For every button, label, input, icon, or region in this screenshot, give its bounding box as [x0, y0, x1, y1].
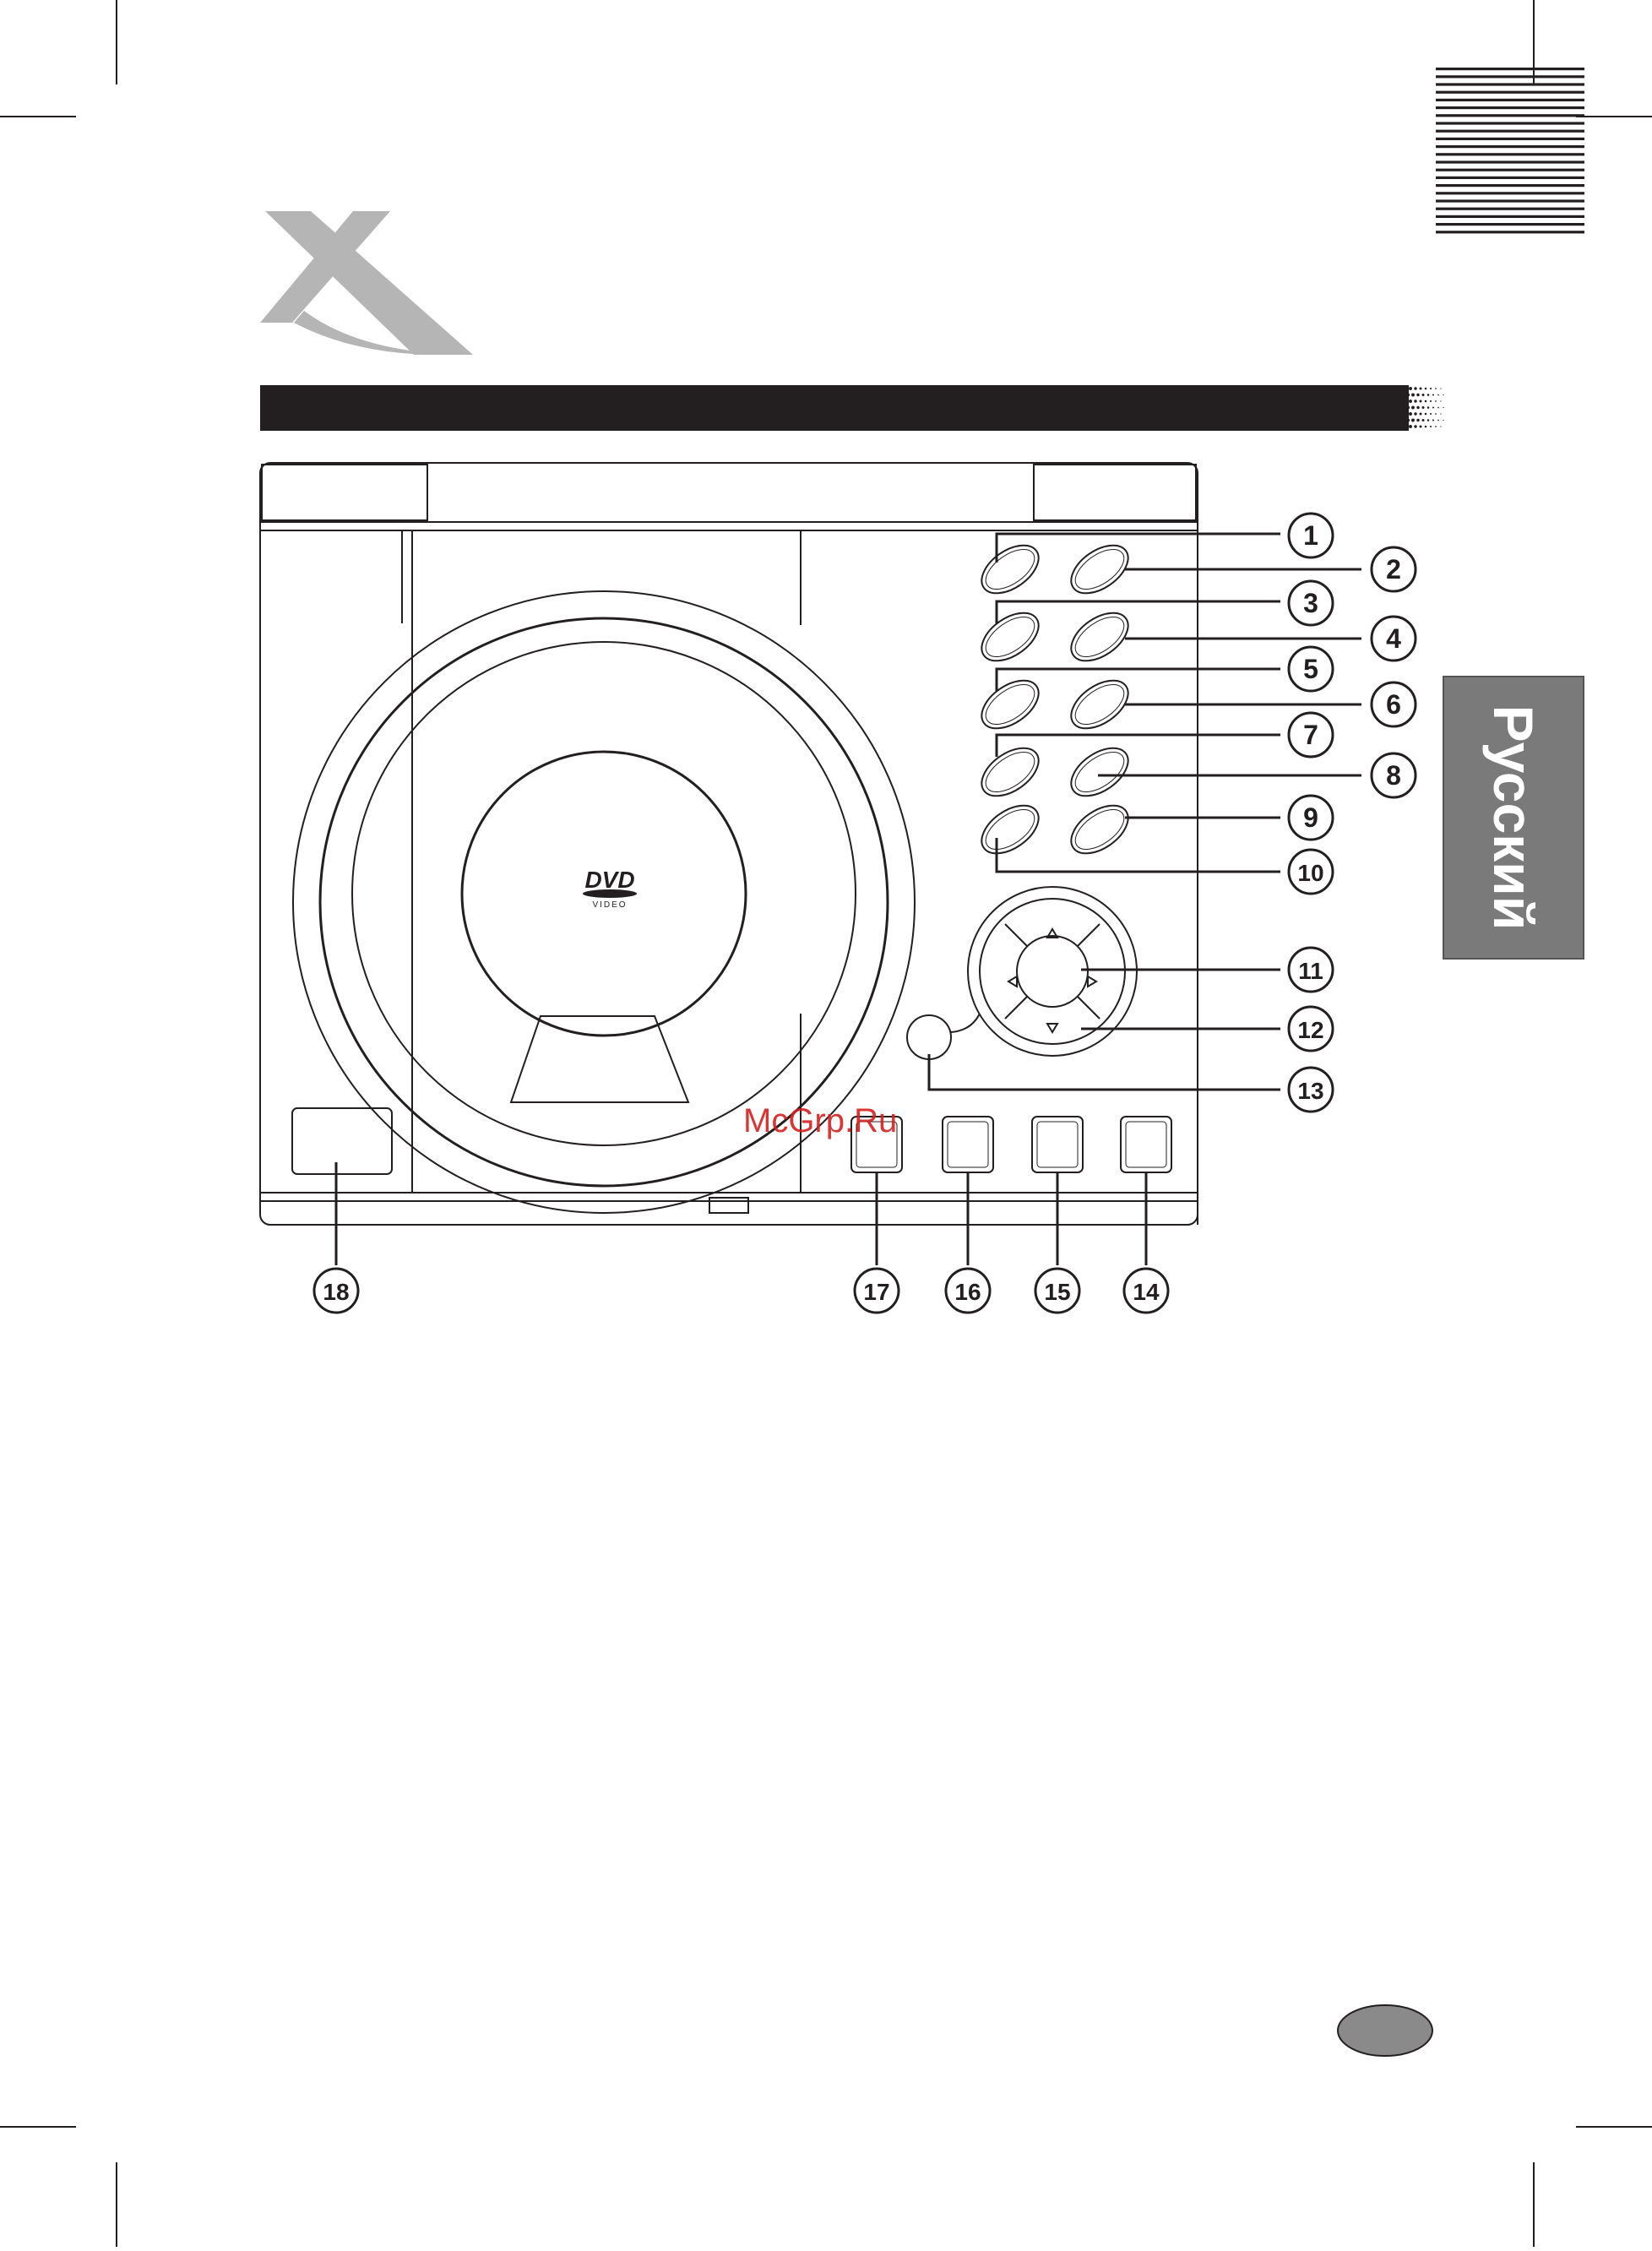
video-logo-text: VIDEO [592, 900, 627, 910]
callout-number: 3 [1303, 588, 1318, 618]
callout-3: 3 [1289, 581, 1333, 625]
callout-11: 11 [1289, 948, 1333, 992]
language-label: Русский [1481, 705, 1546, 931]
callout-number: 17 [863, 1279, 889, 1305]
callout-number: 4 [1386, 623, 1401, 654]
callout-number: 13 [1297, 1078, 1323, 1104]
callout-number: 7 [1303, 720, 1318, 750]
square-buttons [851, 1117, 1171, 1172]
callout-5: 5 [1289, 647, 1333, 691]
callout-4: 4 [1372, 617, 1416, 661]
decorative-stripes [1436, 68, 1584, 233]
callout-number: 1 [1303, 520, 1318, 551]
callout-2: 2 [1372, 547, 1416, 591]
callout-number: 10 [1297, 860, 1323, 886]
callout-8: 8 [1372, 753, 1416, 797]
watermark: McGrp.Ru [743, 1102, 897, 1140]
brand-logo [260, 211, 473, 355]
page-number-badge [1338, 2005, 1432, 2056]
navigation-pad [907, 887, 1137, 1059]
callout-17: 17 [855, 1269, 899, 1313]
callout-12: 12 [1289, 1007, 1333, 1051]
callout-15: 15 [1035, 1269, 1079, 1313]
callout-number: 18 [323, 1279, 349, 1305]
callout-number: 15 [1044, 1279, 1070, 1305]
callout-number: 16 [954, 1279, 981, 1305]
callout-6: 6 [1372, 682, 1416, 726]
language-tab: Русский [1443, 676, 1584, 960]
callout-14: 14 [1124, 1269, 1168, 1313]
callout-7: 7 [1289, 713, 1333, 757]
callout-number: 2 [1386, 554, 1401, 584]
callout-number: 14 [1133, 1279, 1160, 1305]
callout-16: 16 [946, 1269, 990, 1313]
callout-number: 6 [1386, 689, 1401, 720]
callout-number: 8 [1386, 760, 1401, 791]
dvd-logo-text: DVD [584, 867, 634, 893]
callout-number: 11 [1298, 958, 1323, 984]
callout-number: 12 [1297, 1017, 1323, 1043]
callout-13: 13 [1289, 1068, 1333, 1112]
oval-buttons [973, 536, 1136, 863]
callout-10: 10 [1289, 850, 1333, 894]
callout-number: 9 [1303, 802, 1318, 833]
dvd-video-logo: DVD VIDEO [583, 867, 637, 910]
callout-18: 18 [314, 1269, 358, 1313]
callout-9: 9 [1289, 796, 1333, 840]
header-bar [260, 385, 1444, 431]
device-body [260, 463, 1198, 1225]
callout-number: 5 [1303, 654, 1318, 684]
callout-1: 1 [1289, 514, 1333, 557]
